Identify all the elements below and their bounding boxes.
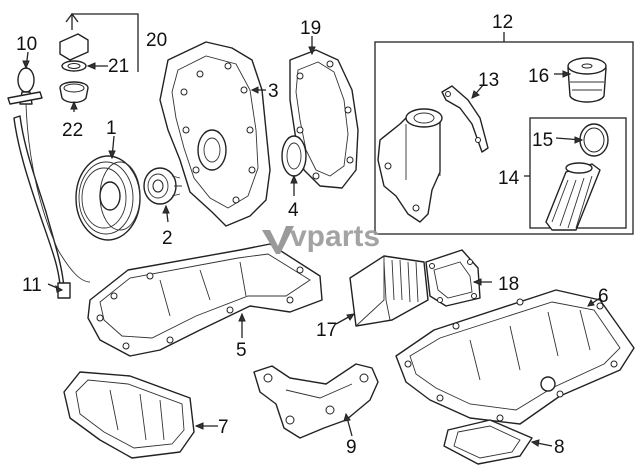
filter-element-part — [545, 162, 601, 231]
watermark-text: vparts — [290, 220, 380, 253]
bracket-part — [253, 363, 379, 439]
oil-cooler-part — [349, 255, 429, 327]
callout-3: 3 — [268, 81, 279, 102]
upper-cover-part — [289, 49, 359, 189]
oil-filler-cap-part — [59, 33, 89, 104]
callout-1: 1 — [106, 118, 117, 139]
callout-14: 14 — [498, 168, 520, 189]
callout-22: 22 — [62, 120, 83, 141]
lower-oil-pan-left-part — [63, 371, 195, 459]
watermark-logo: vparts — [262, 220, 380, 254]
callout-5: 5 — [236, 340, 247, 361]
callout-12: 12 — [492, 12, 513, 33]
callout-labels: 10 20 21 22 1 2 3 4 19 12 13 16 15 14 18… — [16, 12, 609, 458]
pan-gasket-part — [443, 419, 533, 465]
filter-element-box — [529, 117, 627, 229]
callout-13: 13 — [478, 70, 499, 91]
front-seal-part — [281, 135, 307, 177]
callout-20: 20 — [146, 30, 167, 51]
timing-cover-part — [159, 41, 271, 227]
dipstick-part — [7, 67, 91, 283]
callout-21: 21 — [108, 56, 129, 77]
callout-9: 9 — [346, 437, 357, 458]
oil-pan-right-part — [395, 289, 635, 425]
callout-15: 15 — [532, 130, 553, 151]
upper-oil-pan-part — [87, 243, 323, 357]
crankshaft-gear-part — [143, 167, 182, 205]
callout-11: 11 — [22, 275, 42, 296]
callout-16: 16 — [528, 66, 549, 87]
callout-19: 19 — [300, 18, 321, 39]
cooler-gasket-part — [425, 249, 481, 307]
callout-10: 10 — [16, 34, 37, 55]
callout-4: 4 — [288, 200, 299, 221]
callout-7: 7 — [218, 417, 229, 438]
callout-6: 6 — [598, 286, 609, 307]
housing-gasket-part — [441, 85, 489, 153]
filter-cap-part — [567, 57, 607, 103]
callout-18: 18 — [498, 274, 519, 295]
leader-lines — [25, 12, 601, 447]
leader-arrowheads — [22, 46, 595, 447]
callout-2: 2 — [162, 228, 173, 249]
filter-oring-part — [579, 123, 609, 157]
crankshaft-pulley-part — [75, 155, 141, 241]
oil-filter-housing-part — [377, 108, 443, 223]
callout-17: 17 — [316, 320, 337, 341]
callout-8: 8 — [554, 437, 565, 458]
